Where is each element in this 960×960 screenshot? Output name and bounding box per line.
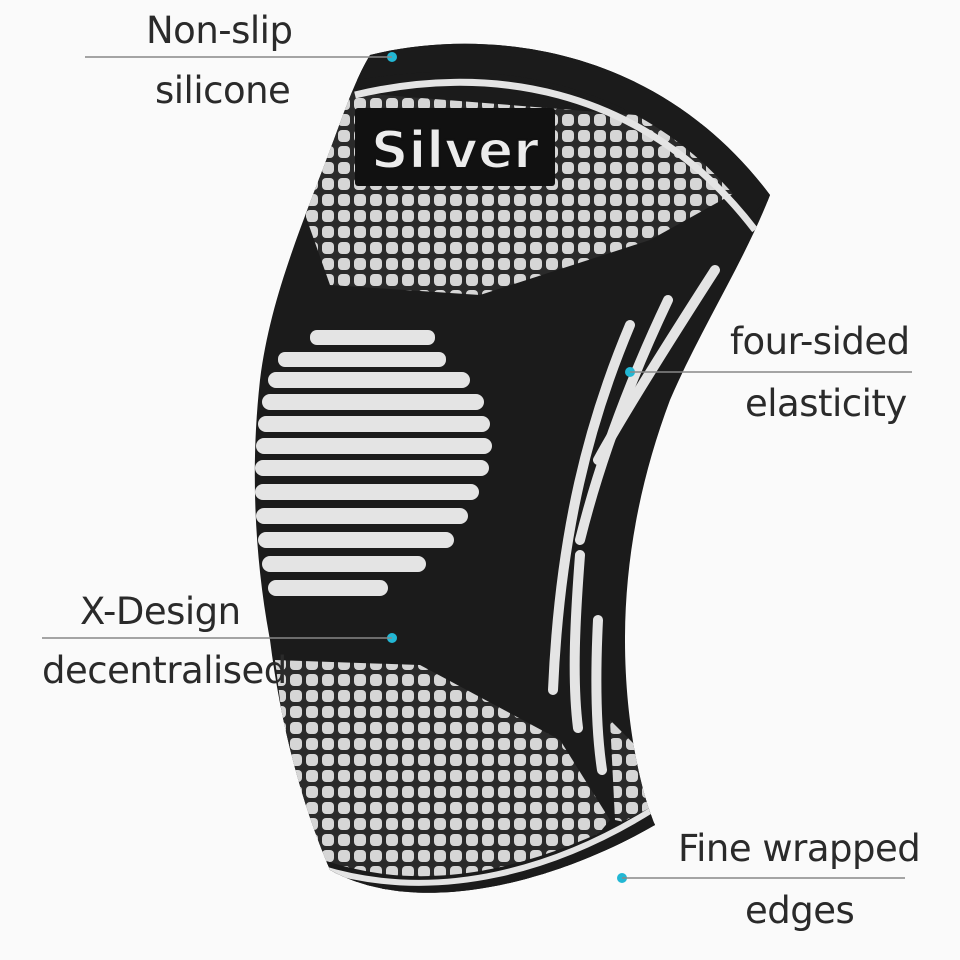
- callout-x-design-line1: X-Design: [80, 590, 241, 633]
- callout-dots: [387, 52, 635, 883]
- callout-non-slip-line1: Non-slip: [146, 9, 293, 52]
- callout-fine-wrapped-line2: edges: [745, 889, 855, 932]
- callout-rules: [42, 56, 912, 879]
- brand-logo-text: Silver: [371, 121, 539, 181]
- callout-fine-wrapped-line1: Fine wrapped: [678, 827, 921, 870]
- knee-stripes: [255, 330, 492, 596]
- callout-non-slip-line2: silicone: [155, 69, 291, 112]
- callout-x-design-line2: decentralised: [42, 649, 287, 692]
- brand-logo: Silver: [355, 108, 555, 186]
- callout-four-sided-line1: four-sided: [730, 320, 910, 363]
- callout-four-sided-line2: elasticity: [745, 382, 907, 425]
- side-stripes: [548, 265, 720, 775]
